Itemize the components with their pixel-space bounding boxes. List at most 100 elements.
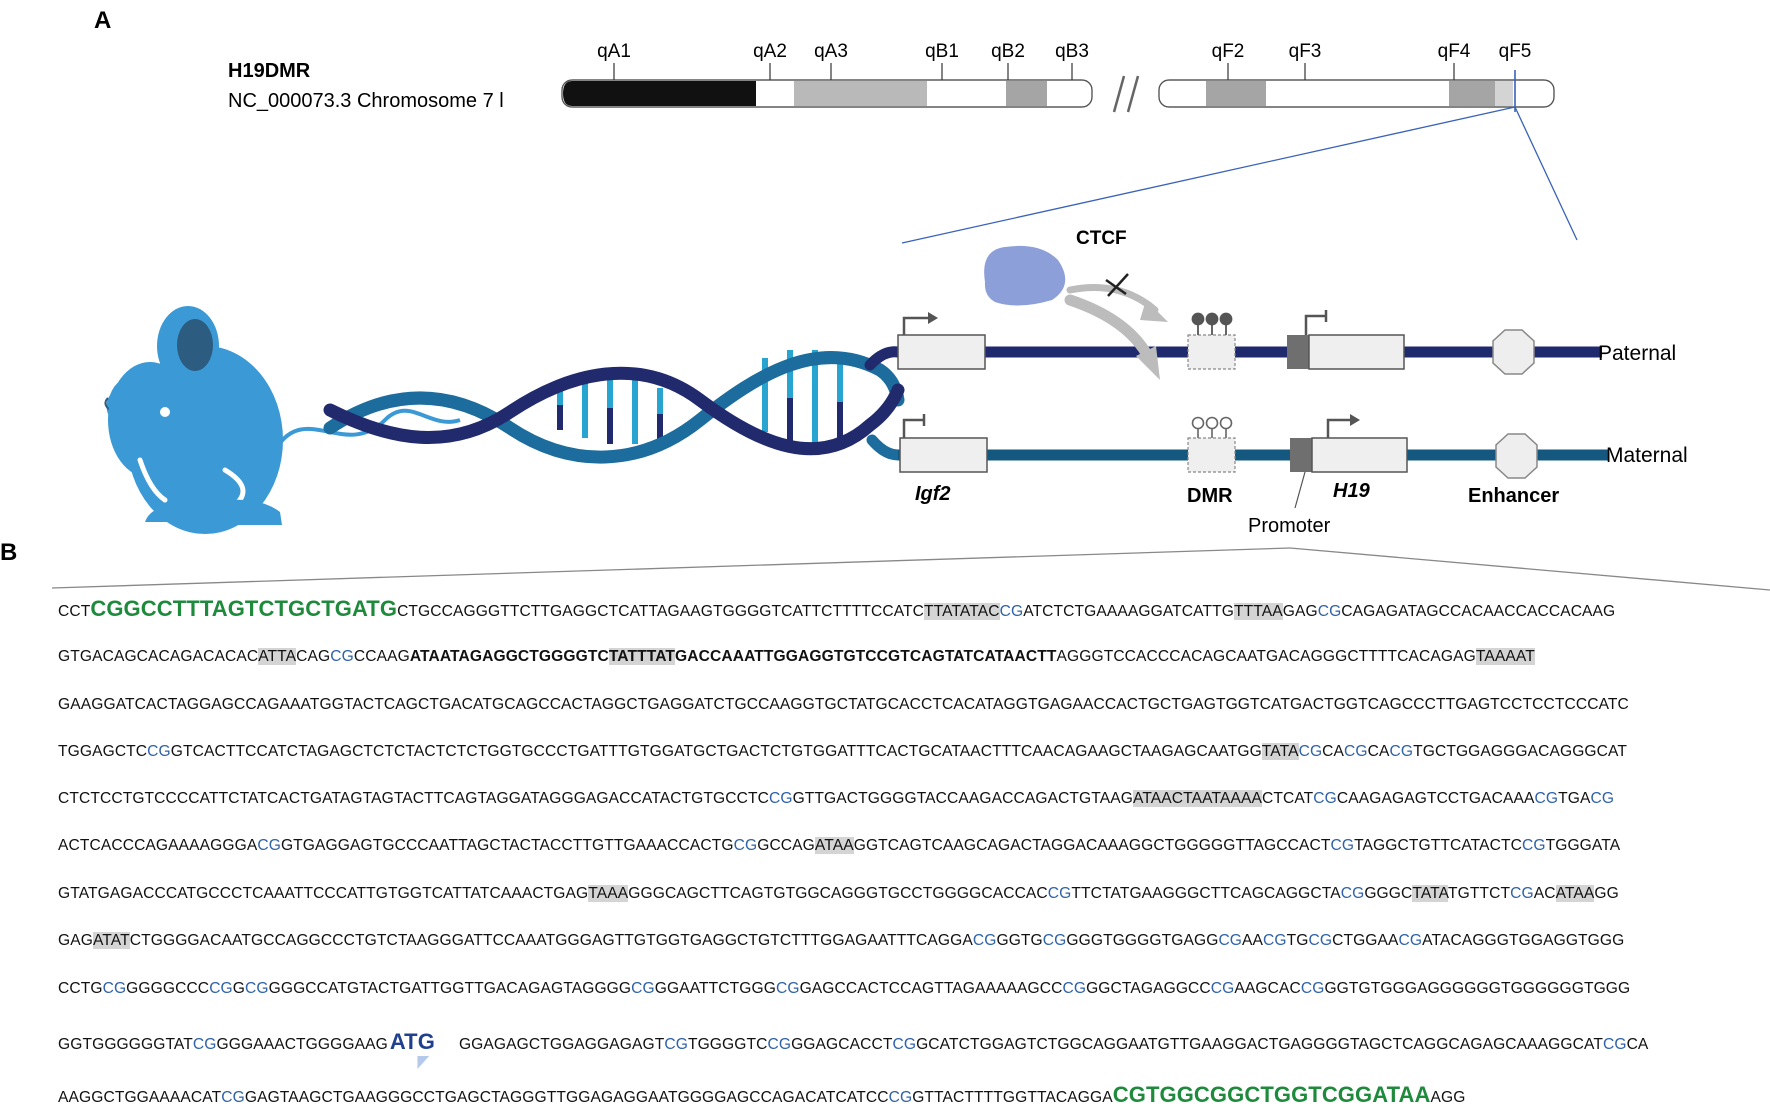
sequence-segment: GGAATTCTGGG <box>654 980 776 997</box>
sequence-segment: GGTGGGGGGTAT <box>58 1036 193 1053</box>
cpg-site: CG <box>1308 932 1333 949</box>
sequence-segment: GGTGTGGGAGGGGGGTGGGGGGTGGG <box>1324 980 1631 997</box>
sequence-segment: TGGGGTC <box>687 1036 768 1053</box>
tata-like-motif: ATTA <box>258 648 297 665</box>
sequence-line: CCTCGGCCTTTAGTCTGCTGATGCTGCCAGGGTTCTTGAG… <box>58 596 1615 622</box>
sequence-segment: GGAGAGCTGGAGGAGAGT <box>458 1036 665 1053</box>
h19-label: H19 <box>1333 480 1371 502</box>
tata-like-motif: ATAA <box>814 837 854 854</box>
locus-name: H19DMR <box>228 60 311 82</box>
sequence-segment: CTGGGGACAATGCCAGGCCCTGTCTAAGGGATTCCAAATG… <box>129 932 973 949</box>
sequence-segment: CCTG <box>58 980 103 997</box>
sequence-line: CTCTCCTGTCCCCATTCTATCACTGATAGTAGTACTTCAG… <box>58 786 1614 812</box>
cpg-site: CG <box>888 1089 913 1106</box>
bold-motif: ATAATAGAGGCTGGGGTC <box>409 648 609 665</box>
sequence-segment: GGGCCATGTACTGATTGGTTGACAGAGTAGGGG <box>268 980 632 997</box>
tata-like-motif: TATA <box>1412 885 1448 902</box>
tata-like-motif: TTTAA <box>1234 603 1283 620</box>
sequence-segment: GAG <box>1282 603 1318 620</box>
chromosome-ideogram-left <box>561 79 1093 108</box>
sequence-segment: TGTTCT <box>1448 885 1511 902</box>
methylated-cpg-marks <box>1191 312 1233 335</box>
cpg-site: CG <box>330 648 354 665</box>
igf2-label: Igf2 <box>915 483 951 505</box>
sequence-segment: ATACAGGGTGGAGGTGGG <box>1422 932 1625 949</box>
cpg-site: CG <box>1389 743 1414 760</box>
sequence-segment: GCCAG <box>757 837 815 854</box>
sequence-segment: GAG <box>58 932 93 949</box>
enhancer-maternal <box>1495 433 1538 479</box>
primer-sequence: CGTGGCGGCTGGTCGGATAA <box>1112 1082 1431 1107</box>
chromosome-ideogram-right <box>1158 70 1555 112</box>
cpg-site: CG <box>221 1089 245 1106</box>
sequence-segment: G <box>232 980 246 997</box>
cpg-site: CG <box>1340 885 1365 902</box>
cpg-site: CG <box>768 790 793 807</box>
tata-like-motif: TAAA <box>588 885 629 902</box>
band-label: qB1 <box>925 41 959 62</box>
silenced-promoter-h19 <box>1304 310 1328 335</box>
figure-canvas: A B H19DMR NC_000073.3 Chromosome 7 l qA… <box>0 7 1770 591</box>
sequence-segment: GTGACAGCACAGACACAC <box>58 648 259 665</box>
cpg-site: CG <box>1218 932 1243 949</box>
sequence-segment: GGAGCACCT <box>791 1036 893 1053</box>
sequence-expansion-lines <box>51 547 1770 591</box>
sequence-segment: GGCTAGAGGCC <box>1086 980 1211 997</box>
sequence-line: ACTCACCCAGAAAAGGGACGGTGAGGAGTGCCCAATTAGC… <box>58 833 1620 859</box>
tata-like-motif: TAAAAT <box>1475 648 1535 665</box>
active-promoter-arrow-h19 <box>1326 418 1352 438</box>
band-label: qF3 <box>1289 41 1322 62</box>
sequence-segment: CAGAGATAGCCACAACCACCACAAG <box>1341 603 1616 620</box>
panel-label-a: A <box>94 7 111 34</box>
tata-like-motif: TATA <box>1261 743 1299 760</box>
cpg-site: CG <box>1062 980 1087 997</box>
sequence-segment: ACTCACCCAGAAAAGGGA <box>58 837 258 854</box>
enhancer-paternal <box>1492 329 1535 375</box>
sequence-segment: AC <box>1533 885 1556 902</box>
sequence-segment: CCAAG <box>353 648 410 665</box>
sequence-segment: GGGGCCC <box>126 980 210 997</box>
sequence-segment: TTCTATGAAGGGCTTCAGCAGGCTA <box>1071 885 1341 902</box>
unmethylated-cpg-marks <box>1191 416 1233 438</box>
cpg-site: CG <box>1510 885 1534 902</box>
primer-sequence: CGGCCTTTAGTCTGCTGATG <box>90 596 398 621</box>
tata-like-motif: ATAA <box>1555 885 1595 902</box>
sequence-segment: GGTG <box>996 932 1043 949</box>
band-label: qB2 <box>991 41 1025 62</box>
cpg-site: CG <box>1602 1036 1627 1053</box>
paternal-allele <box>897 310 1602 375</box>
panel-label-b: B <box>0 539 17 566</box>
sequence-line: GAAGGATCACTAGGAGCCAGAAATGGTACTCAGCTGACAT… <box>58 692 1629 718</box>
sequence-segment: CAG <box>296 648 331 665</box>
band-label: qA3 <box>814 41 848 62</box>
dmr-box-maternal <box>1187 437 1236 473</box>
sequence-segment: CA <box>1367 743 1390 760</box>
sequence-line: CCTG CG GGGGCCC CG G CG GGGCCATGTACTGATTGGTTGA… <box>58 976 1630 1002</box>
sequence-segment: AGG <box>1430 1089 1466 1106</box>
sequence-segment: GGTCAGTCAAGCAGACTAGGACAAAGGCTGGGGGTTAGCC… <box>853 837 1331 854</box>
paternal-label: Paternal <box>1598 342 1676 365</box>
cpg-site: CG <box>1313 790 1337 807</box>
mouse-illustration <box>104 306 283 534</box>
chromosome-break-mark <box>1112 75 1140 113</box>
band-label: qF4 <box>1438 41 1471 62</box>
cpg-site: CG <box>1317 603 1342 620</box>
cpg-site: CG <box>1210 980 1235 997</box>
sequence-segment: GGGTGGGGTGAGG <box>1066 932 1219 949</box>
sequence-segment: GG <box>1594 885 1619 902</box>
sequence-line: AAGGCTGGAAAACATCGGAGTAAGCTGAAGGGCCTGAGCT… <box>58 1082 1465 1108</box>
sequence-segment: TG <box>1286 932 1309 949</box>
sequence-segment: GAGTAAGCTGAAGGGCCTGAGCTAGGGTTGGAGAGGAATG… <box>244 1089 889 1106</box>
tata-like-motif: TTATATAC <box>924 603 1000 620</box>
sequence-segment: GTCACTTCCATCTAGAGCTCTCTACTCTCTGGTGCCCTGA… <box>170 743 1262 760</box>
zoom-lines <box>901 106 1578 244</box>
bold-tata-motif: TATTTAT <box>608 648 676 665</box>
sequence-segment: GCATCTGGAGTCTGGCAGGAATGTTGAAGGACTGAGGGGT… <box>916 1036 1603 1053</box>
cpg-site: CG <box>1300 980 1325 997</box>
blocked-binding-cross <box>1105 273 1129 297</box>
cpg-site: CG <box>1042 932 1067 949</box>
sequence-segment: AAGCAC <box>1234 980 1301 997</box>
band-label: qA1 <box>597 41 631 62</box>
sequence-segment: GTTGACTGGGGTACCAAGACCAGACTGTAAG <box>792 790 1133 807</box>
